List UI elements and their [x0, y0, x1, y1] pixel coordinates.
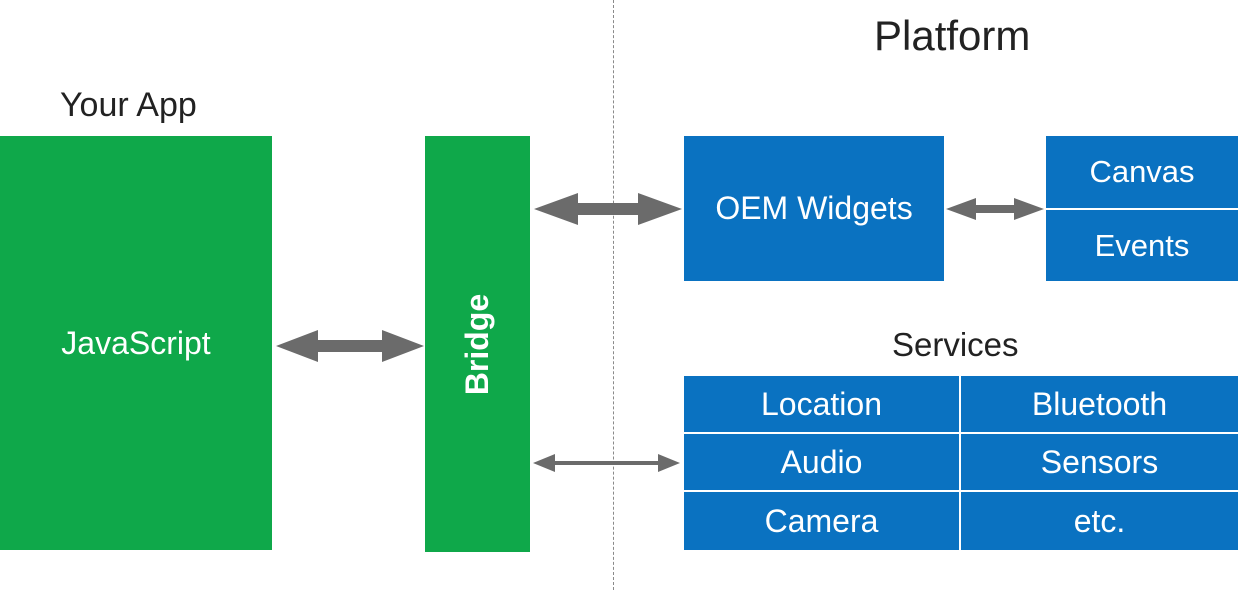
service-audio-label: Audio — [780, 443, 863, 480]
events-label: Events — [1094, 227, 1190, 263]
service-sensors: Sensors — [961, 434, 1238, 490]
service-etc-label: etc. — [1073, 502, 1126, 539]
service-camera: Camera — [684, 492, 959, 550]
oem-widgets-label: OEM Widgets — [715, 190, 913, 226]
services-grid-row-divider-2 — [684, 490, 1238, 492]
canvas-label: Canvas — [1089, 154, 1195, 189]
service-bluetooth-label: Bluetooth — [1031, 385, 1168, 422]
services-heading: Services — [892, 326, 1019, 363]
services-grid-vertical-divider — [959, 376, 961, 550]
service-location: Location — [684, 376, 959, 432]
app-platform-divider — [613, 0, 614, 590]
service-camera-label: Camera — [764, 502, 879, 539]
platform-heading: Platform — [874, 12, 1031, 59]
service-sensors-label: Sensors — [1040, 443, 1159, 480]
service-bluetooth: Bluetooth — [961, 376, 1238, 432]
bridge-oem-widgets-arrow — [534, 193, 682, 225]
canvas-block: Canvas — [1046, 136, 1238, 208]
your-app-heading: Your App — [60, 86, 197, 124]
javascript-bridge-arrow — [276, 330, 424, 362]
services-grid-row-divider-1 — [684, 432, 1238, 434]
bridge-services-arrow — [533, 454, 680, 472]
javascript-label: JavaScript — [61, 324, 211, 361]
bridge-block: Bridge — [425, 136, 530, 552]
javascript-block: JavaScript — [0, 136, 272, 550]
oem-widgets-block: OEM Widgets — [684, 136, 944, 281]
service-etc: etc. — [961, 492, 1238, 550]
oem-widgets-canvas-arrow — [946, 198, 1044, 220]
service-audio: Audio — [684, 434, 959, 490]
service-location-label: Location — [761, 385, 882, 422]
services-grid — [684, 376, 1238, 550]
events-block: Events — [1046, 210, 1238, 281]
